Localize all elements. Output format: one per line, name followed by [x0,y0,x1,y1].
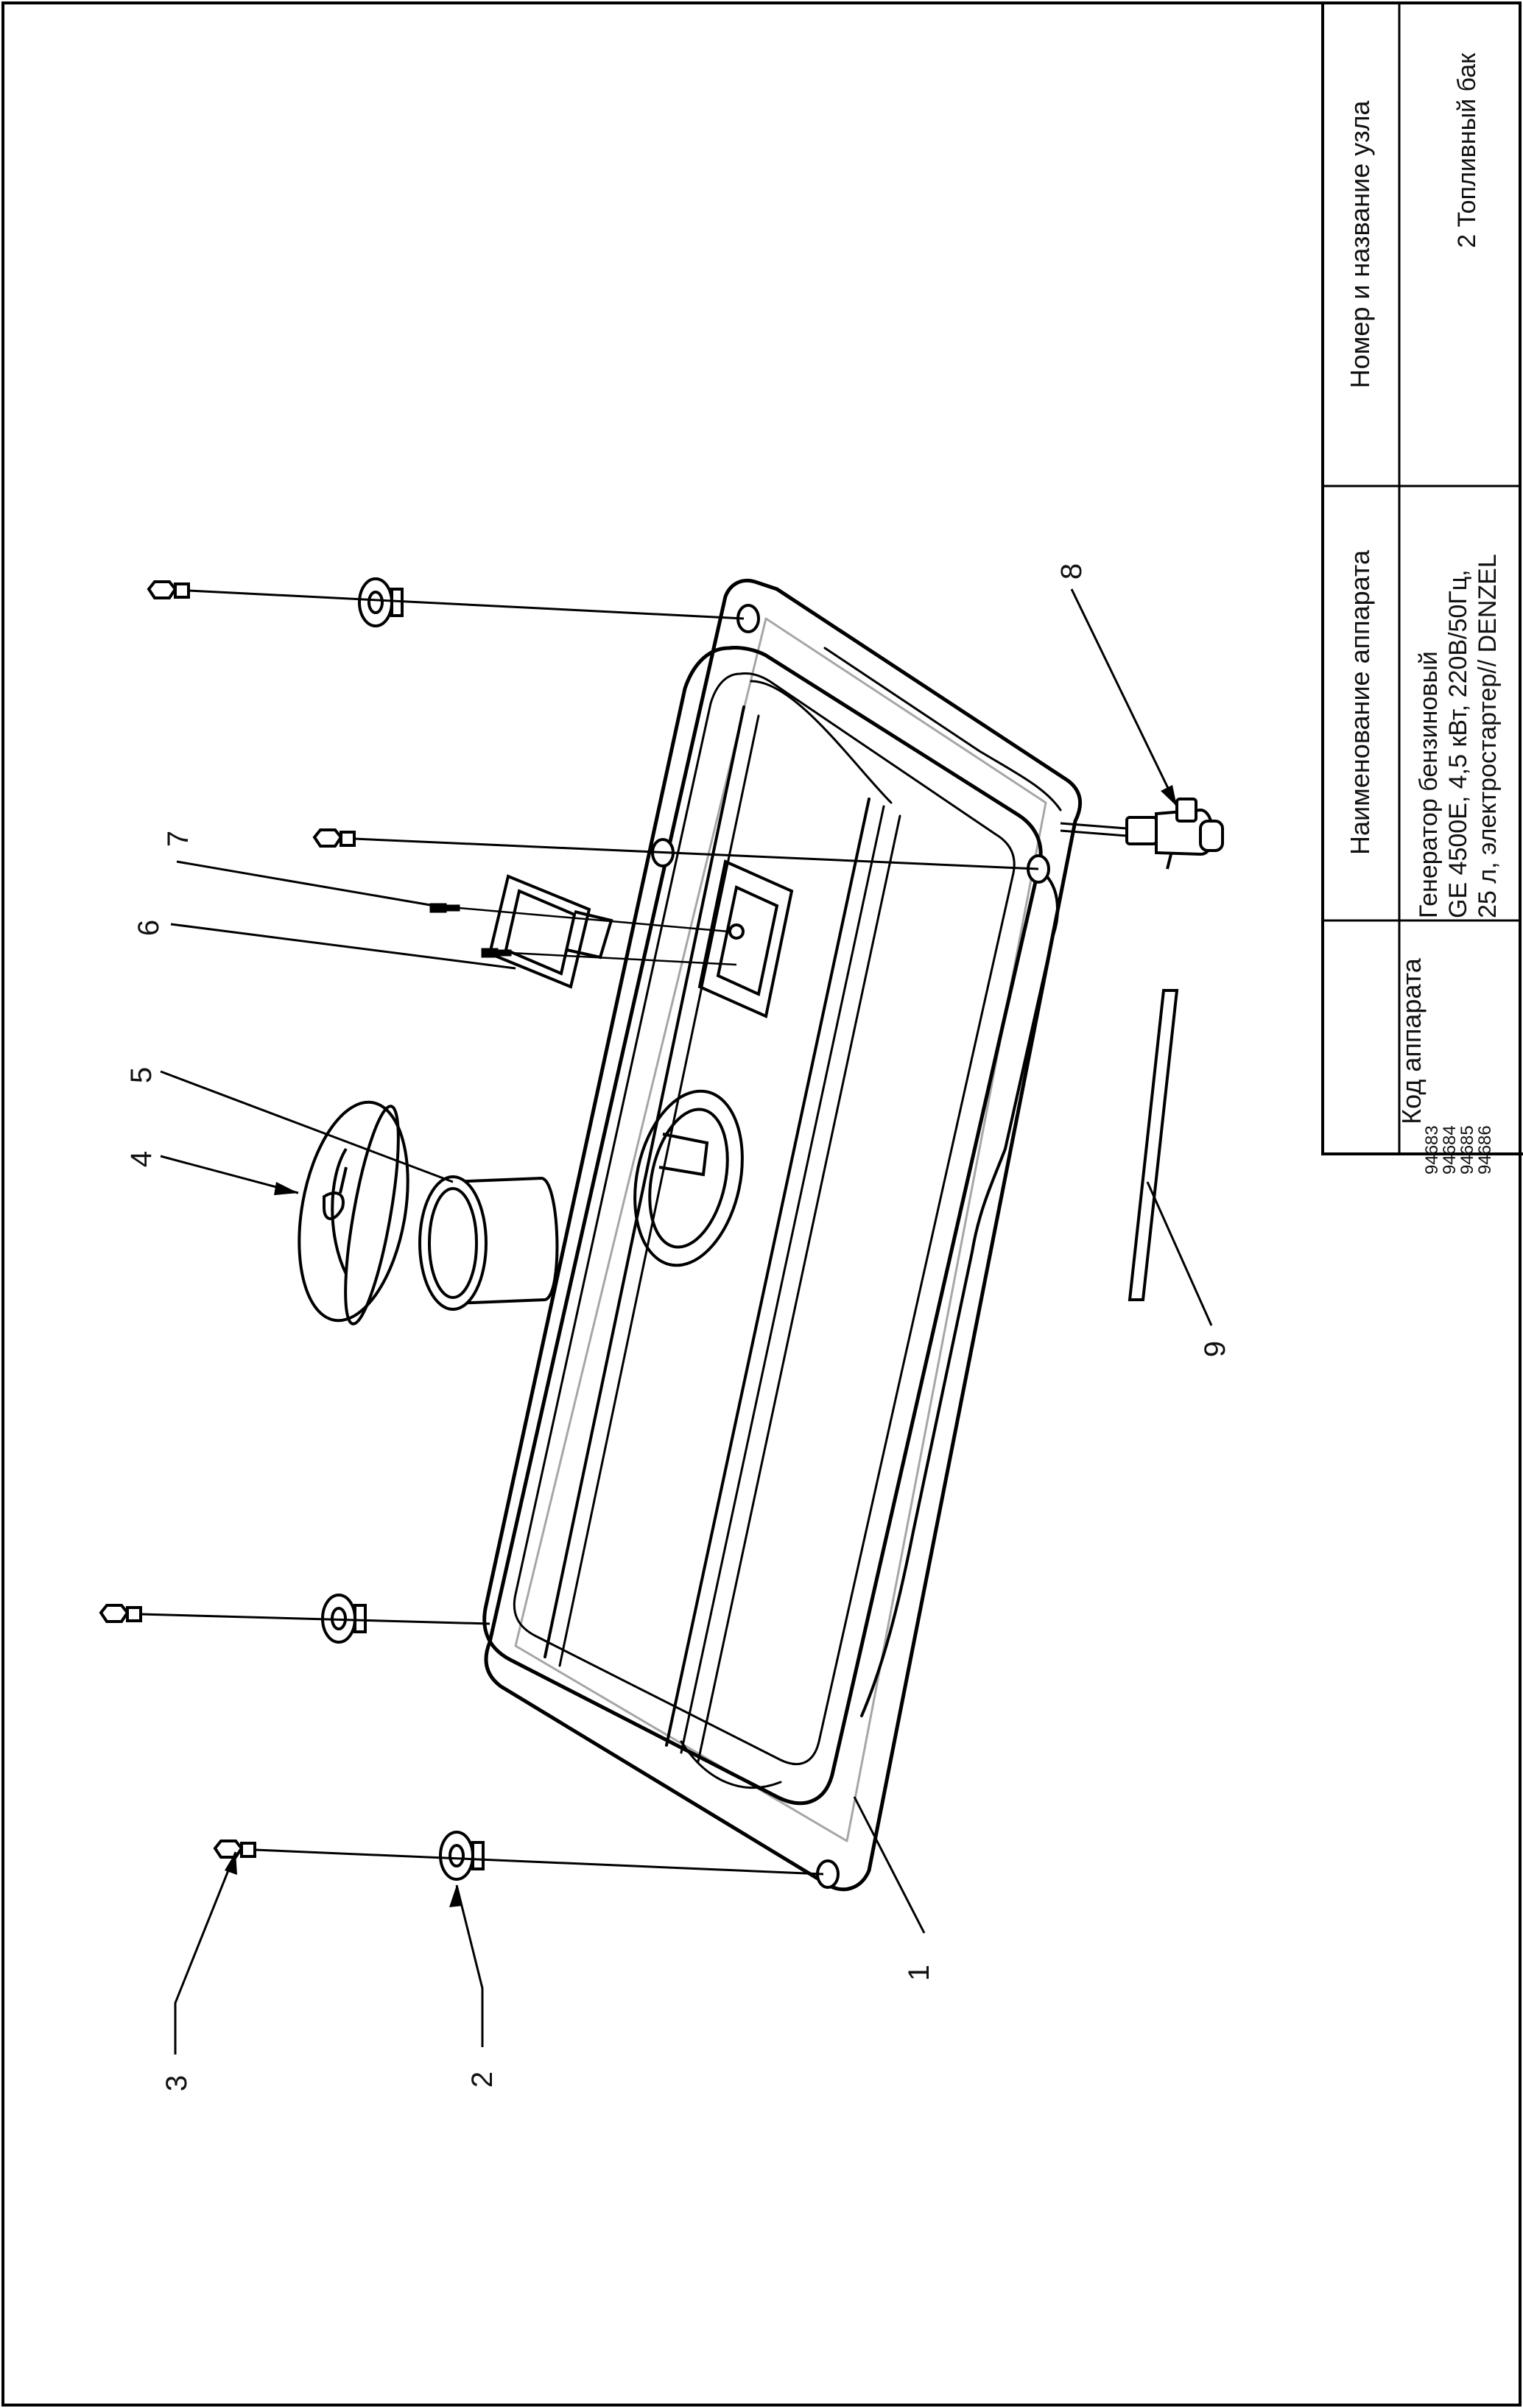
code-4: 94686 [1475,1125,1495,1175]
fuel-valve [1060,798,1224,870]
tank-gauge-pad [697,859,794,1018]
grommets [321,577,485,1881]
callout-8: 8 [1055,563,1088,580]
unit-value: 2 Топливный бак [1453,53,1481,248]
header-device-name: Наименование аппарата [1345,550,1375,855]
callout-4: 4 [125,1150,158,1168]
code-1: 94683 [1422,1125,1442,1175]
rod [1128,989,1179,1301]
device-name-value: Генератор бензиновый GE 4500E, 4,5 кВт, … [1414,491,1505,918]
gauge-axis-lines [458,906,737,966]
device-line-1: Генератор бензиновый [1415,651,1443,918]
callout-9: 9 [1199,1340,1231,1358]
device-line-3: 25 л, электростартер// DENZEL [1474,554,1502,918]
callout-leaders [160,588,1213,2055]
bolts [99,580,356,1859]
fuel-cap [298,1100,409,1326]
code-2: 94684 [1440,1125,1460,1175]
assembly-axis-lines [140,589,1039,1876]
title-block [1321,3,1523,1155]
callout-7: 7 [162,830,194,848]
device-codes: 94683 94684 94685 94686 [1422,895,1497,1175]
filter-strainer [418,1175,559,1311]
fuel-gauge [488,874,613,989]
header-unit: Номер и название узла [1345,100,1375,389]
tank-filler-opening [633,1089,744,1267]
callout-2: 2 [466,2071,499,2088]
callout-1: 1 [903,1964,935,1982]
callout-3: 3 [161,2074,193,2092]
callout-arrowheads [225,785,1177,1907]
callout-6: 6 [133,919,165,937]
code-3: 94685 [1457,1125,1477,1175]
callout-5: 5 [125,1066,158,1084]
device-line-2: GE 4500E, 4,5 кВт, 220В/50Гц, [1444,569,1472,918]
fuel-tank [482,578,1083,1892]
